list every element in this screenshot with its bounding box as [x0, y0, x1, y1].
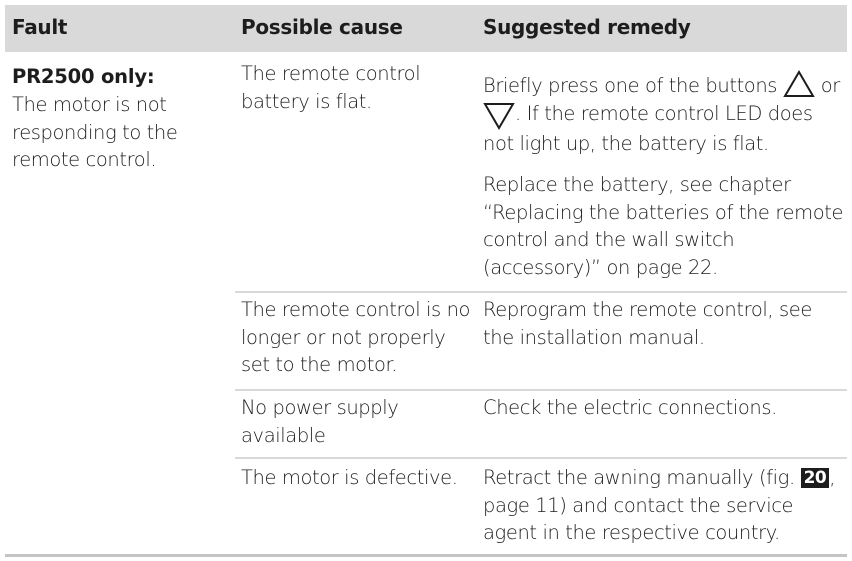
row-3-remedy: Check the electric connections.	[483, 396, 777, 419]
row-2-remedy: Reprogram the remote control, see the in…	[483, 298, 812, 349]
table-bottom-rule	[5, 554, 847, 557]
row-4-remedy: Retract the awning manually (fig. 20, pa…	[483, 464, 845, 547]
row-4-remedy-text-2: , page 11) and contact the service agent…	[483, 466, 836, 544]
row-4-cause: The motor is defective.	[241, 466, 458, 489]
row-1-remedy-b: Replace the battery, see chapter “Replac…	[483, 173, 844, 279]
row-1-remedy-a: Briefly press one of the buttons or . If…	[483, 70, 845, 157]
row-divider-2	[235, 389, 847, 391]
table-header: Fault Possible cause Suggested remedy	[5, 5, 847, 52]
row-divider-3	[235, 457, 847, 459]
header-suggested-remedy: Suggested remedy	[483, 15, 691, 39]
triangle-up-icon	[783, 70, 815, 98]
row-4-remedy-text-1: Retract the awning manually (fig.	[483, 466, 795, 489]
row-1-remedy-a-text-2: or	[820, 74, 841, 97]
header-fault: Fault	[12, 15, 68, 39]
fault-description: The motor is not responding to the remot…	[12, 93, 178, 171]
fault-title: PR2500 only:	[12, 65, 155, 88]
row-1-remedy-a-text-1: Briefly press one of the buttons	[483, 74, 778, 97]
row-3-cause: No power supply available	[241, 396, 399, 447]
triangle-down-icon	[483, 102, 515, 130]
row-1-cause: The remote control battery is flat.	[241, 62, 421, 113]
header-possible-cause: Possible cause	[241, 15, 403, 39]
row-divider-1	[235, 291, 847, 293]
row-2-cause: The remote control is no longer or not p…	[241, 298, 471, 376]
row-1-remedy-a-text-3: . If the remote control LED does not lig…	[483, 101, 813, 155]
figure-reference-badge: 20	[800, 468, 830, 488]
